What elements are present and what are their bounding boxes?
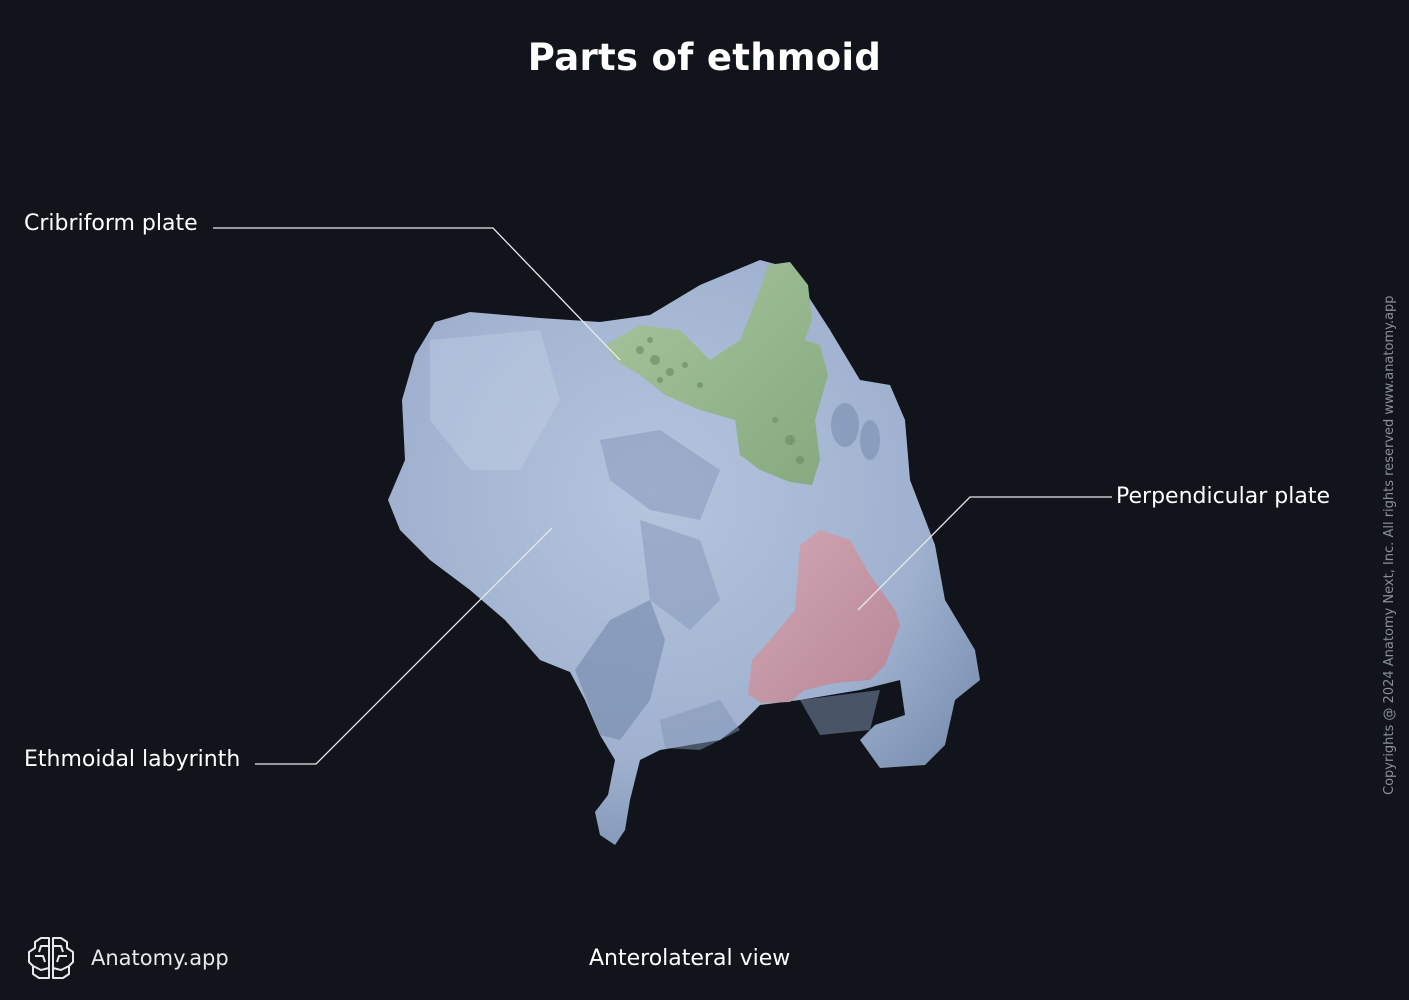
page-title: Parts of ethmoid [527, 36, 882, 79]
label-ethmoidal-labyrinth: Ethmoidal labyrinth [24, 747, 241, 772]
perpendicular-plate-region [748, 530, 900, 703]
brand-logo: Anatomy.app [25, 934, 229, 982]
leader-line-perpendicular [857, 496, 1112, 611]
copyright-notice: Copyrights @ 2024 Anatomy Next, Inc. All… [1382, 295, 1397, 795]
cribriform-plate-region [605, 262, 828, 485]
brain-icon [28, 937, 74, 979]
ethmoidal-labyrinth-region [388, 260, 980, 845]
leader-line-labyrinth [255, 527, 553, 765]
leader-line-cribriform [213, 227, 621, 361]
view-caption: Anterolateral view [589, 946, 791, 971]
brand-name: Anatomy.app [91, 946, 229, 970]
label-cribriform-plate: Cribriform plate [24, 211, 198, 236]
label-perpendicular-plate: Perpendicular plate [1116, 484, 1330, 509]
